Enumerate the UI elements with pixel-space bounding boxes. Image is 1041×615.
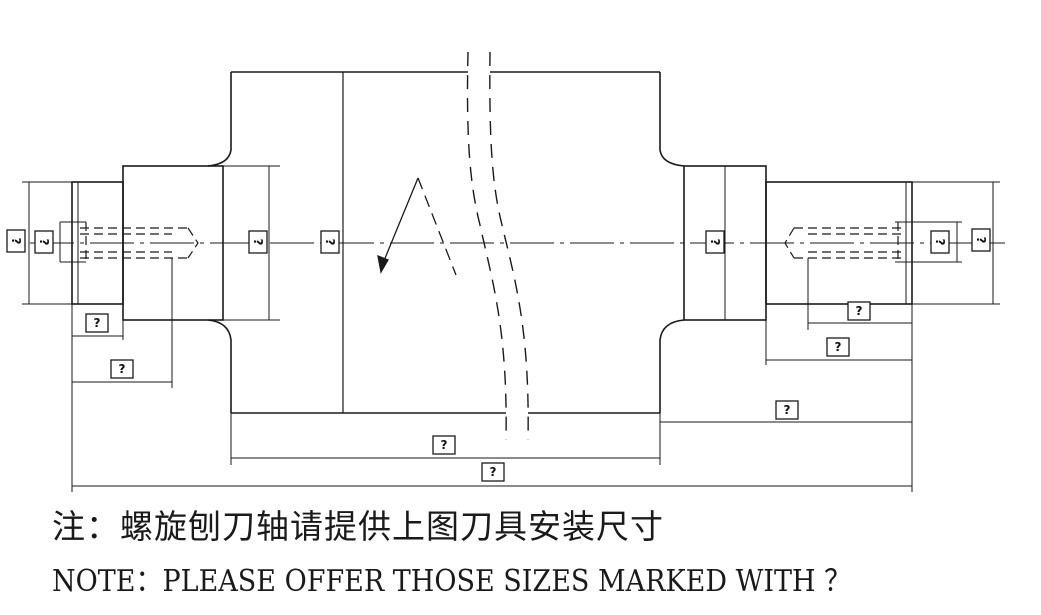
dim-marker-drum-diameter: ? bbox=[323, 239, 337, 246]
dim-marker-right-bore-depth: ? bbox=[856, 304, 863, 318]
dim-marker-drum-length: ? bbox=[441, 438, 448, 452]
left-hidden-bore bbox=[80, 222, 199, 262]
diameter-dimension-lines bbox=[28, 166, 994, 320]
dim-marker-right-overhang-length: ? bbox=[784, 403, 791, 417]
length-dimension-lines bbox=[71, 258, 913, 492]
dim-marker-left-bore-diameter-box bbox=[34, 230, 54, 254]
dim-marker-right-end-length: ? bbox=[835, 340, 842, 354]
dim-marker-right-end-diameter-box bbox=[971, 228, 991, 252]
dim-marker-left-journal-diameter: ? bbox=[251, 239, 265, 246]
dim-marker-overall-length: ? bbox=[490, 465, 497, 479]
break-lines bbox=[466, 51, 529, 441]
dim-marker-right-end-diameter: ? bbox=[974, 237, 988, 244]
dim-marker-left-journal-diameter-box bbox=[248, 230, 268, 254]
dim-marker-right-overhang-length-box bbox=[775, 400, 799, 420]
dim-marker-left-end-diameter: ? bbox=[9, 238, 23, 245]
dim-marker-left-bore-depth-box bbox=[110, 359, 134, 379]
dim-marker-right-journal-diameter-box bbox=[705, 230, 725, 254]
dim-marker-left-end-length: ? bbox=[94, 316, 101, 330]
dim-marker-left-bore-depth: ? bbox=[119, 362, 126, 376]
dim-marker-drum-diameter-box bbox=[320, 230, 340, 254]
spiral-blade-indicator bbox=[377, 177, 457, 276]
dim-marker-left-end-diameter-box bbox=[6, 229, 26, 253]
right-hidden-bore bbox=[784, 222, 906, 262]
dim-marker-drum-length-box bbox=[432, 435, 456, 455]
note-english: NOTE：PLEASE OFFER THOSE SIZES MARKED WIT… bbox=[52, 564, 852, 599]
dim-marker-left-bore-diameter: ? bbox=[37, 239, 51, 246]
dimension-markers: ?????????????? bbox=[6, 228, 991, 482]
dim-marker-right-journal-diameter: ? bbox=[708, 239, 722, 246]
dim-marker-right-bore-diameter: ? bbox=[933, 239, 947, 246]
dim-marker-left-end-length-box bbox=[85, 313, 109, 333]
note-chinese: 注：螺旋刨刀轴请提供上图刀具安装尺寸 bbox=[52, 507, 664, 546]
dim-marker-right-end-length-box bbox=[826, 337, 850, 357]
dim-marker-right-bore-diameter-box bbox=[930, 230, 950, 254]
dim-marker-right-bore-depth-box bbox=[847, 301, 871, 321]
dim-marker-overall-length-box bbox=[481, 462, 505, 482]
